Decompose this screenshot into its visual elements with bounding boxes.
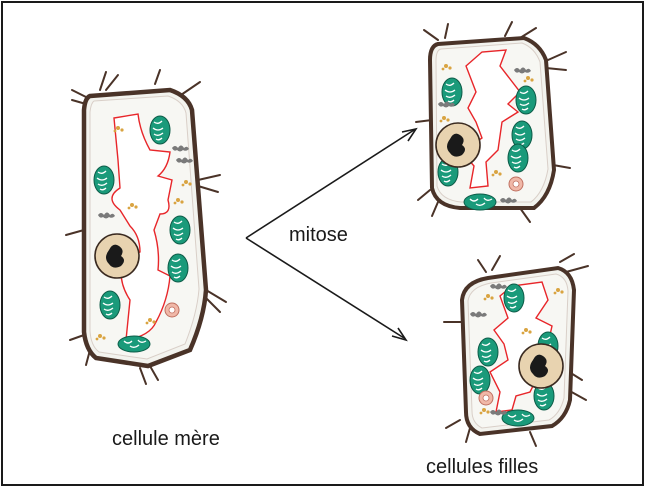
mother-cell-label: cellule mère (112, 428, 220, 451)
daughter-cells-label: cellules filles (426, 456, 538, 479)
daughter-cell-bottom (444, 254, 588, 446)
daughter-cell-top (416, 22, 570, 222)
mitosis-label: mitose (289, 224, 348, 247)
mother-cell (66, 70, 226, 384)
